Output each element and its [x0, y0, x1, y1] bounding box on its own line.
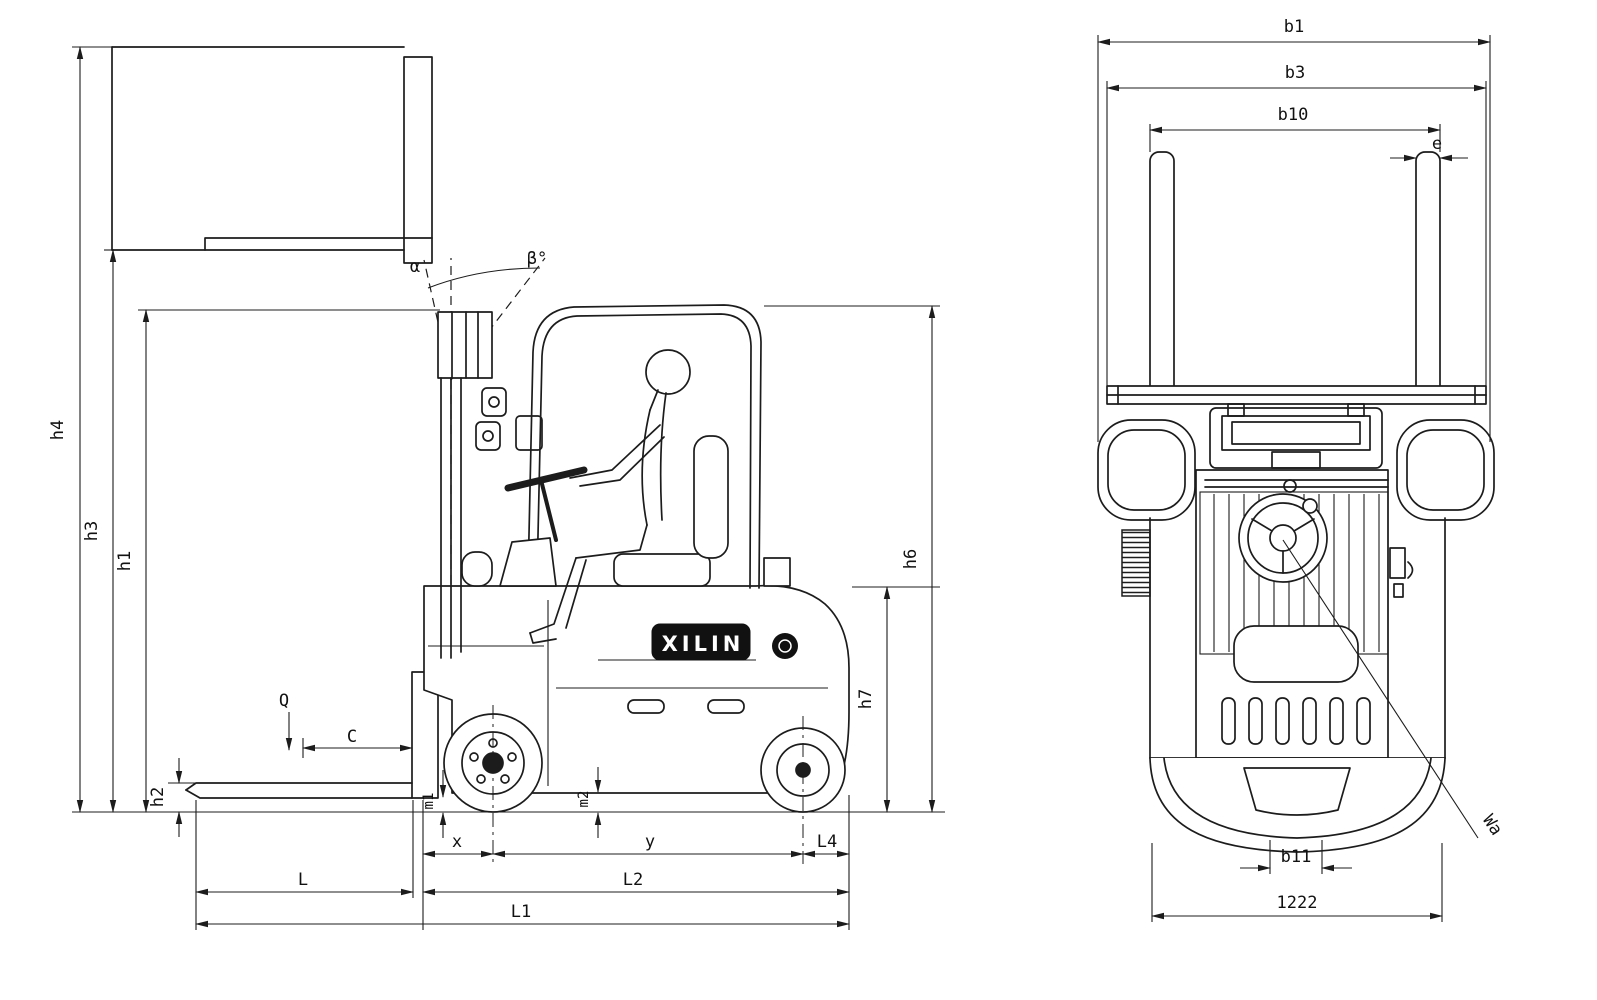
- dim-label-y: y: [645, 832, 655, 852]
- dim-label-b3: b3: [1285, 63, 1305, 83]
- handle-slot: [707, 699, 745, 714]
- dim-label-h2: h2: [148, 787, 168, 807]
- dim-label-h7: h7: [856, 689, 876, 709]
- mast: [437, 311, 507, 659]
- lift-cylinder: [461, 551, 493, 587]
- guard-pods: [1097, 419, 1495, 521]
- dim-label-l: L: [298, 870, 308, 890]
- right-side-details: [1389, 547, 1414, 598]
- steering-wheel: [504, 466, 588, 492]
- dim-label-m1: m1: [421, 793, 437, 810]
- dim-label-l1: L1: [511, 902, 531, 922]
- carriage-assembly: [1209, 403, 1383, 493]
- grille-slots: [1221, 697, 1371, 745]
- brand-plate: [651, 623, 751, 661]
- brand-text: XILIN: [662, 632, 745, 656]
- tilt-arc: [427, 267, 541, 289]
- handle-slot: [627, 699, 665, 714]
- mast-clamp: [475, 421, 501, 451]
- seat: [613, 435, 729, 587]
- mast-clamp: [481, 387, 507, 417]
- dim-label-h3: h3: [82, 521, 102, 541]
- seat-top: [1233, 625, 1359, 683]
- steering-knob: [1302, 498, 1318, 514]
- dim-label-beta: β°: [527, 249, 547, 269]
- dim-label-h4: h4: [48, 420, 68, 440]
- side-view: XILIN: [48, 46, 945, 930]
- fork-right: [1415, 151, 1441, 403]
- tail-box: [763, 557, 791, 587]
- dim-label-b1: b1: [1284, 17, 1304, 37]
- operator-figure: [529, 349, 691, 644]
- dim-label-h6: h6: [901, 549, 921, 569]
- dim-label-h1: h1: [115, 551, 135, 571]
- raised-load-outline: [111, 46, 433, 264]
- turning-radius-line: [1282, 539, 1479, 839]
- dim-label-e: e: [1432, 134, 1442, 154]
- dim-label-m2: m2: [576, 791, 592, 808]
- steering: [499, 466, 588, 587]
- side-vent: [1121, 529, 1151, 597]
- dim-label-c: C: [347, 727, 357, 747]
- steering-column: [540, 482, 558, 542]
- dim-label-wa: Wa: [1478, 811, 1506, 839]
- dim-label-1222: 1222: [1277, 893, 1318, 913]
- overhead-guard: [515, 304, 762, 589]
- steering-wheel-top: [1238, 493, 1328, 583]
- dim-label-q: Q: [279, 691, 289, 711]
- raised-fork-carriage: [403, 56, 433, 264]
- top-view: b1 b3 b10 e b11 1222 Wa: [1097, 17, 1506, 922]
- rear-cowl: [1149, 757, 1446, 853]
- operator-head: [645, 349, 691, 395]
- load-backrest: [1106, 385, 1487, 405]
- fork-lowered: [185, 671, 439, 799]
- dim-label-b11: b11: [1281, 847, 1312, 867]
- side-dimensions: h4 h3 h1 h2 h6 h7 m1 m2 α β° Q C x y L4 …: [48, 46, 945, 930]
- pillar-bracket: [515, 415, 543, 451]
- dim-label-x: x: [452, 832, 462, 852]
- dim-label-l2: L2: [623, 870, 643, 890]
- steering-console: [499, 537, 557, 587]
- emblem: [772, 633, 798, 659]
- fork-left: [1149, 151, 1175, 403]
- dim-label-b10: b10: [1278, 105, 1309, 125]
- dim-label-l4: L4: [817, 832, 837, 852]
- dim-label-alpha: α: [410, 257, 420, 277]
